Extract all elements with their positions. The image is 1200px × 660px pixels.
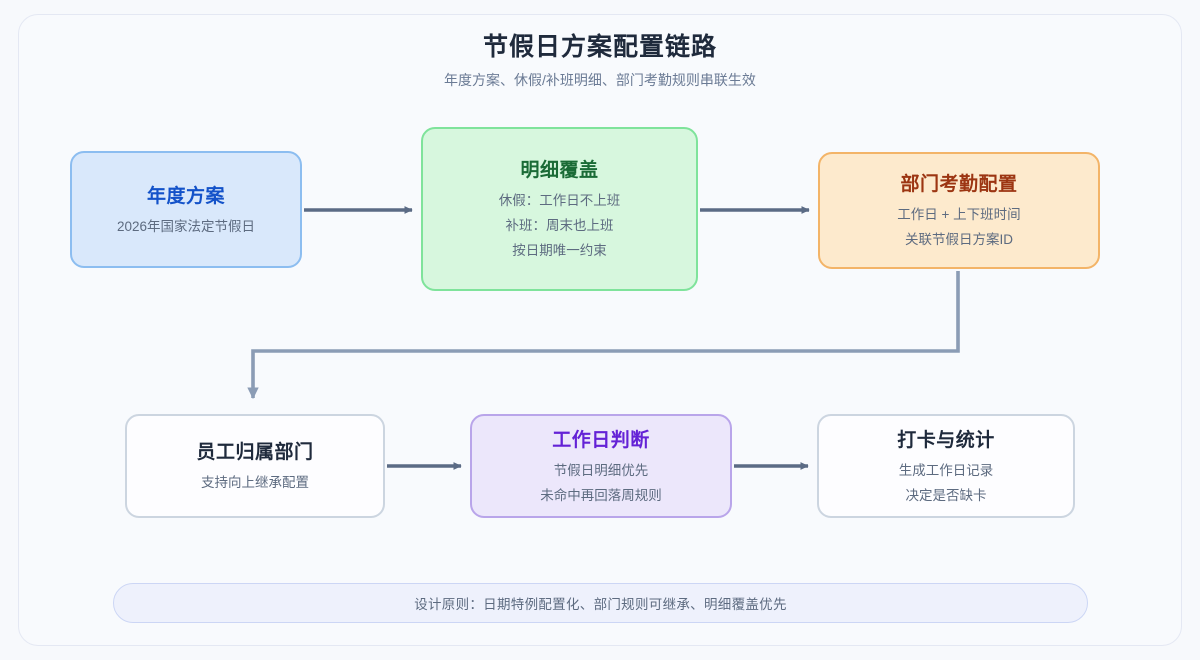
- node-workday-decision[interactable]: 工作日判断 节假日明细优先 未命中再回落周规则: [470, 414, 732, 518]
- node-clock-and-statistics-lines: 生成工作日记录 决定是否缺卡: [899, 462, 994, 505]
- node-workday-decision-lines: 节假日明细优先 未命中再回落周规则: [540, 462, 662, 505]
- node-employee-department-lines: 支持向上继承配置: [201, 474, 309, 492]
- node-line: 未命中再回落周规则: [540, 487, 662, 503]
- node-line: 关联节假日方案ID: [904, 232, 1013, 247]
- node-line: 决定是否缺卡: [905, 487, 987, 503]
- node-employee-department-title: 员工归属部门: [196, 442, 314, 463]
- design-principles-text: 设计原则：日期特例配置化、部门规则可继承、明细覆盖优先: [414, 597, 787, 612]
- node-annual-plan[interactable]: 年度方案 2026年国家法定节假日: [70, 151, 302, 268]
- node-line: 休假：工作日不上班: [498, 193, 621, 208]
- node-line: 工作日 + 上下班时间: [897, 207, 1021, 222]
- node-line: 2026年国家法定节假日: [116, 218, 256, 234]
- node-department-attendance[interactable]: 部门考勤配置 工作日 + 上下班时间 关联节假日方案ID: [818, 152, 1100, 269]
- node-employee-department[interactable]: 员工归属部门 支持向上继承配置: [125, 414, 385, 518]
- node-line: 按日期唯一约束: [512, 243, 607, 258]
- node-line: 补班：周末也上班: [505, 218, 614, 233]
- node-annual-plan-lines: 2026年国家法定节假日: [117, 218, 255, 236]
- node-department-attendance-title: 部门考勤配置: [900, 174, 1018, 195]
- node-clock-and-statistics[interactable]: 打卡与统计 生成工作日记录 决定是否缺卡: [817, 414, 1075, 518]
- node-annual-plan-title: 年度方案: [146, 185, 225, 207]
- node-line: 支持向上继承配置: [201, 475, 309, 490]
- node-line: 节假日明细优先: [553, 462, 649, 478]
- node-department-attendance-lines: 工作日 + 上下班时间 关联节假日方案ID: [897, 206, 1020, 249]
- node-line: 生成工作日记录: [898, 462, 994, 478]
- node-clock-and-statistics-title: 打卡与统计: [897, 429, 995, 451]
- node-workday-decision-title: 工作日判断: [552, 429, 650, 451]
- node-detail-override-title: 明细覆盖: [520, 160, 599, 181]
- design-principles-banner: 设计原则：日期特例配置化、部门规则可继承、明细覆盖优先: [113, 583, 1088, 623]
- outer-card: [18, 14, 1182, 646]
- node-detail-override-lines: 休假：工作日不上班 补班：周末也上班 按日期唯一约束: [499, 192, 621, 260]
- node-detail-override[interactable]: 明细覆盖 休假：工作日不上班 补班：周末也上班 按日期唯一约束: [421, 127, 698, 291]
